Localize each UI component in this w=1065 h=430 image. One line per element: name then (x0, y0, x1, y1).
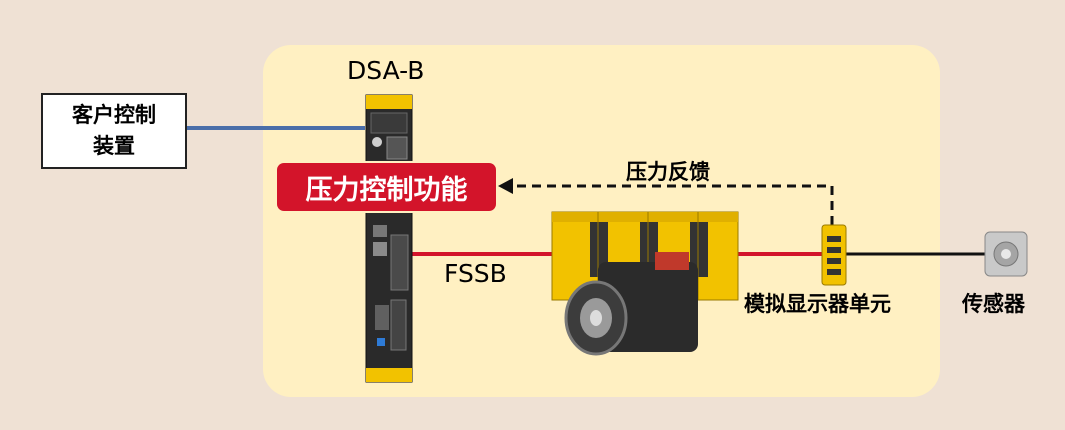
dsa-b-controller-icon (365, 94, 413, 383)
analog-display-unit-label: 模拟显示器单元 (744, 292, 891, 316)
customer-device-line2: 装置 (93, 134, 135, 158)
sensor-label: 传感器 (962, 292, 1025, 316)
fssb-label: FSSB (444, 259, 507, 288)
customer-device-box: 客户控制 装置 (41, 93, 187, 169)
controller-title: DSA-B (347, 56, 425, 85)
analog-display-unit-icon (821, 224, 847, 286)
sensor-icon (984, 231, 1028, 277)
pressure-feedback-arrow (498, 178, 834, 225)
pressure-function-box: 压力控制功能 (277, 163, 496, 211)
customer-device-line1: 客户控制 (72, 103, 156, 127)
pressure-function-label: 压力控制功能 (305, 174, 468, 206)
pressure-feedback-label: 压力反馈 (626, 160, 710, 184)
servo-motor-icon (564, 252, 698, 356)
